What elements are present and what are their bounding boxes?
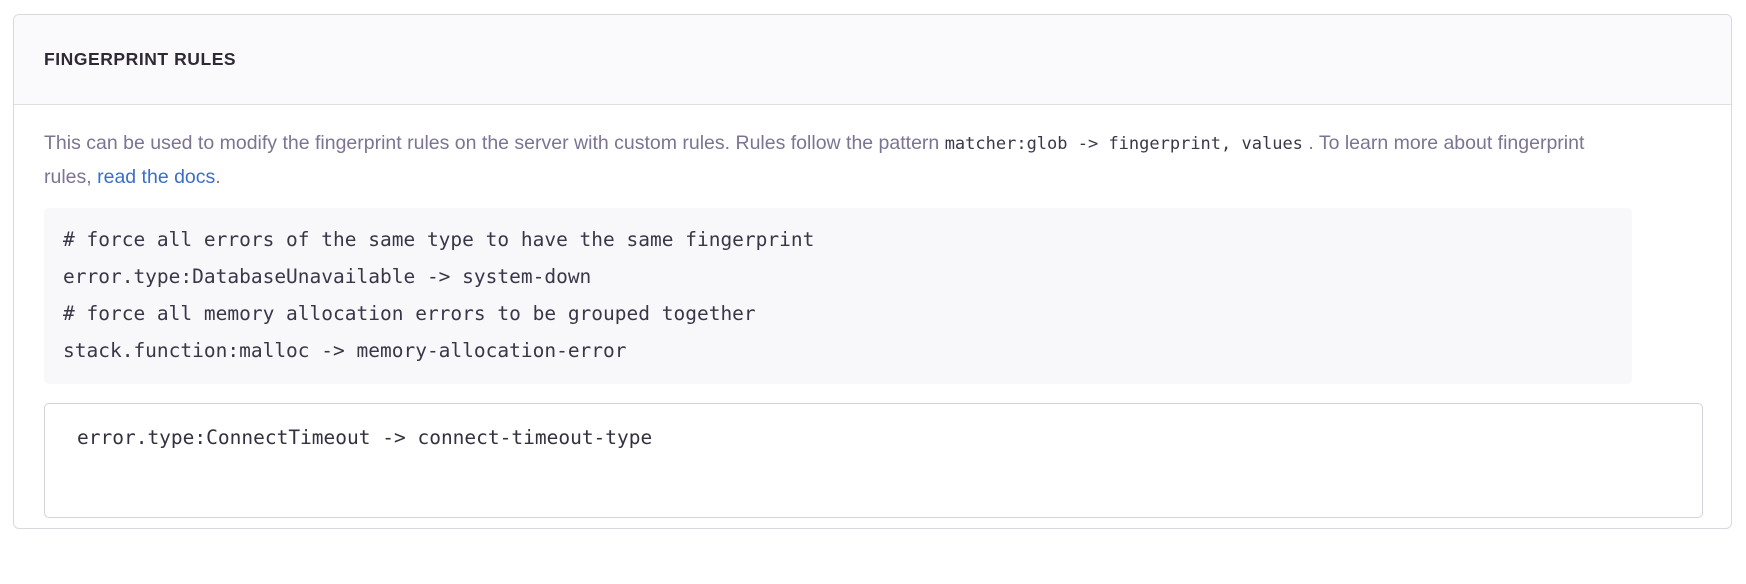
- fingerprint-rules-input[interactable]: [44, 403, 1703, 518]
- panel-body: This can be used to modify the fingerpri…: [14, 105, 1731, 518]
- code-line: stack.function:malloc -> memory-allocati…: [63, 339, 627, 362]
- description-part-1: This can be used to modify the fingerpri…: [44, 132, 945, 154]
- code-line: # force all memory allocation errors to …: [63, 302, 756, 325]
- description-text: This can be used to modify the fingerpri…: [44, 127, 1629, 194]
- example-code-block: # force all errors of the same type to h…: [44, 208, 1632, 384]
- read-the-docs-link[interactable]: read the docs: [97, 166, 216, 188]
- code-line: error.type:DatabaseUnavailable -> system…: [63, 265, 592, 288]
- code-line: # force all errors of the same type to h…: [63, 228, 815, 251]
- fingerprint-rules-panel: FINGERPRINT RULES This can be used to mo…: [13, 14, 1732, 529]
- description-part-3: .: [215, 166, 221, 188]
- panel-header: FINGERPRINT RULES: [14, 15, 1731, 105]
- page-title: FINGERPRINT RULES: [44, 48, 237, 69]
- description-inline-code: matcher:glob -> fingerprint, values: [944, 134, 1303, 154]
- description-part-2: . To learn more about fingerprint rules,: [44, 132, 1585, 188]
